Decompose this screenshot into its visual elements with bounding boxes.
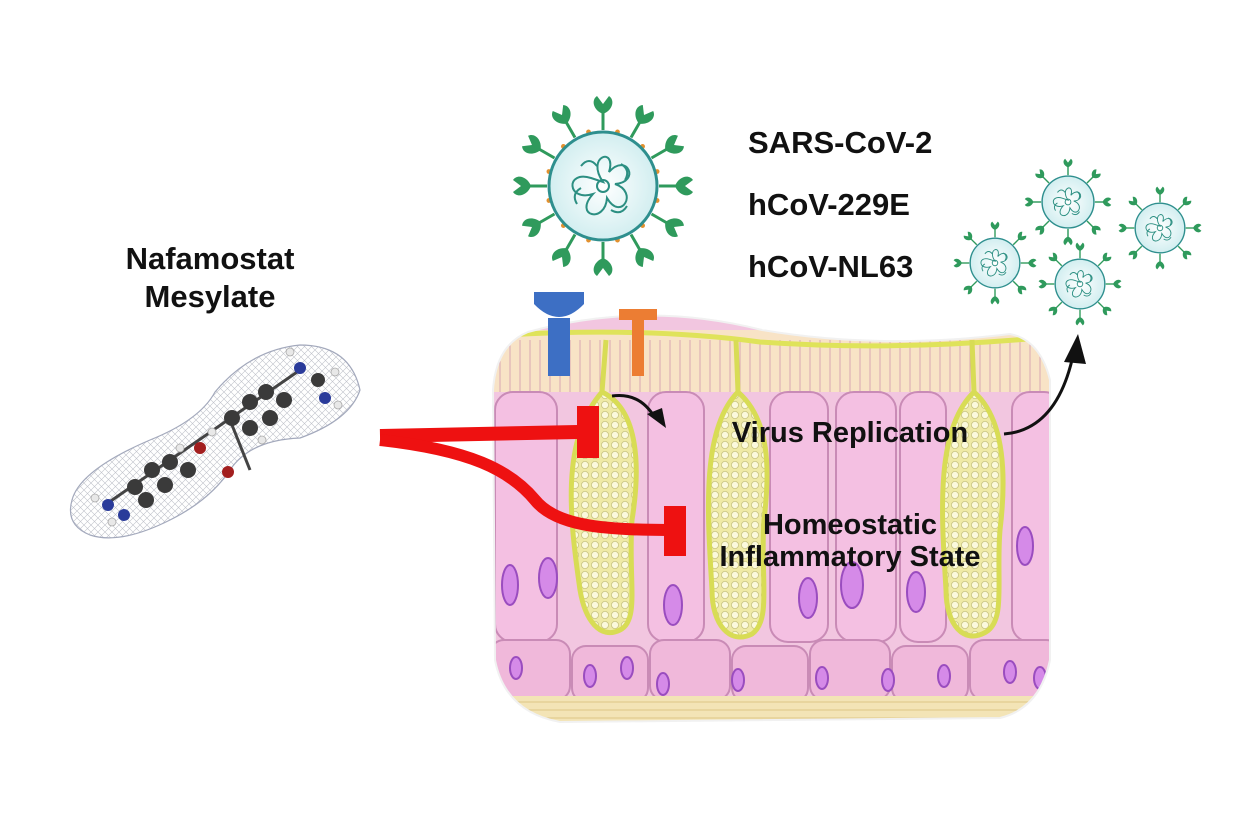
released-virus-icon (1037, 241, 1123, 327)
released-virus-icon (1117, 185, 1203, 271)
inflammatory-state-line2: Inflammatory State (719, 541, 981, 573)
virus-name: hCoV-NL63 (748, 249, 914, 284)
virus-name: hCoV-229E (748, 187, 910, 222)
inflammatory-state-label: Homeostatic Inflammatory State (690, 509, 1010, 573)
virus-replication-label: Virus Replication (731, 417, 969, 449)
drug-name-line1: Nafamostat (125, 241, 295, 276)
drug-name-line2: Mesylate (144, 279, 276, 314)
inhibition-arrow (379, 434, 686, 556)
inflammatory-state-line1: Homeostatic (762, 509, 938, 541)
flow-arrow (611, 393, 666, 428)
epithelium-tissue (493, 315, 1050, 722)
tmprss2-protease-icon (619, 309, 657, 376)
flow-arrow (1003, 334, 1086, 436)
inhibition-arrow (379, 406, 599, 458)
released-virus-icon (1024, 158, 1112, 246)
molecule-model (69, 344, 361, 539)
released-virus-icon (952, 220, 1038, 306)
drug-name-label: Nafamostat Mesylate (95, 240, 325, 316)
virus-name: SARS-CoV-2 (748, 125, 933, 160)
coronavirus-icon (511, 94, 695, 278)
ace2-receptor-icon (534, 292, 584, 376)
virus-list: SARS-CoV-2 hCoV-229E hCoV-NL63 (748, 125, 933, 314)
